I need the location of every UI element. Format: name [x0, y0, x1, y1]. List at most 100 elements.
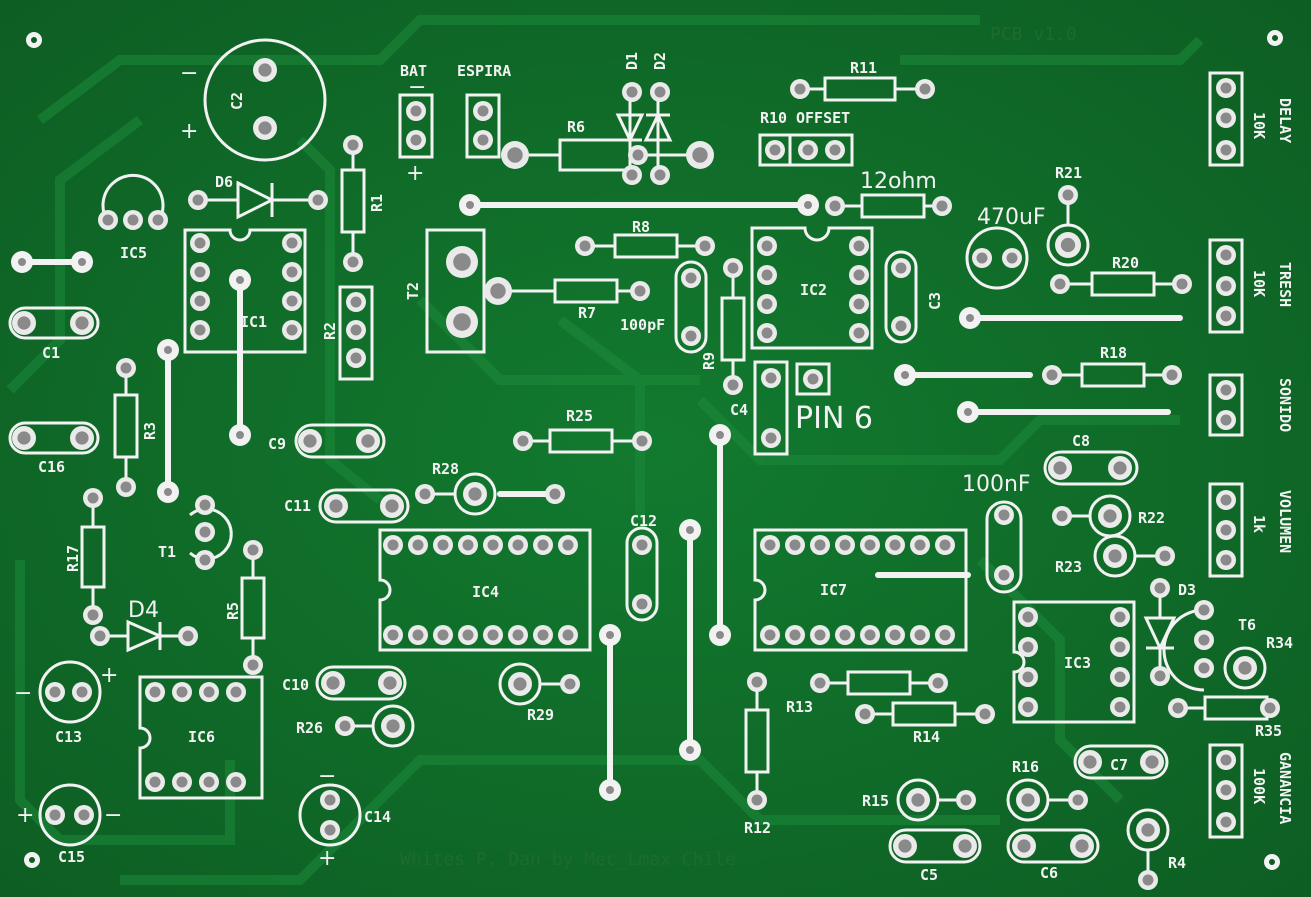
- label-r1: R1: [368, 194, 386, 212]
- drill-hole: [914, 539, 926, 551]
- label-pin6: PIN 6: [795, 401, 873, 436]
- drill-hole: [477, 134, 489, 146]
- drill-hole: [911, 793, 925, 807]
- label-470uf: 470uF: [977, 205, 1046, 230]
- label-c1: C1: [42, 344, 60, 362]
- drill-hole: [979, 708, 991, 720]
- drill-hole: [914, 629, 926, 641]
- label-tresh-val: 10K: [1250, 270, 1268, 297]
- drill-hole: [286, 266, 298, 278]
- drill-hole: [1220, 112, 1232, 124]
- drill-hole: [794, 83, 806, 95]
- label-100pf: 100pF: [620, 316, 665, 334]
- label-d3: D3: [1178, 581, 1196, 599]
- drill-hole: [412, 629, 424, 641]
- drill-hole: [120, 362, 132, 374]
- drill-hole: [194, 295, 206, 307]
- drill-hole: [1220, 414, 1232, 426]
- drill-hole: [387, 629, 399, 641]
- label-r12: R12: [744, 819, 771, 837]
- drill-hole: [203, 686, 215, 698]
- drill-hole: [1198, 662, 1210, 674]
- label-r35: R35: [1255, 722, 1282, 740]
- label-r6: R6: [567, 118, 585, 136]
- label-c14-minus: −: [318, 764, 336, 789]
- drill-hole: [765, 432, 777, 444]
- drill-hole: [324, 794, 336, 806]
- label-r22: R22: [1138, 509, 1165, 527]
- drill-hole: [853, 298, 865, 310]
- drill-hole: [853, 269, 865, 281]
- drill-hole: [1220, 310, 1232, 322]
- drill-hole: [194, 266, 206, 278]
- drill-hole: [1006, 252, 1018, 264]
- label-100nf: 100nF: [962, 472, 1031, 497]
- drill-hole: [761, 269, 773, 281]
- label-c4: C4: [730, 401, 748, 419]
- label-c2-plus: +: [180, 119, 198, 144]
- jumper-wires: [19, 202, 1183, 793]
- drill-hole: [636, 435, 648, 447]
- drill-hole: [1072, 794, 1084, 806]
- label-c16: C16: [38, 458, 65, 476]
- drill-hole: [453, 313, 471, 331]
- label-r20: R20: [1112, 254, 1139, 272]
- drill-hole: [998, 509, 1010, 521]
- drill-hole: [17, 431, 31, 445]
- drill-hole: [258, 121, 272, 135]
- label-r28: R28: [432, 460, 459, 478]
- label-ganancia-val: 100K: [1250, 768, 1268, 804]
- drill-hole: [1220, 494, 1232, 506]
- drill-hole: [1141, 823, 1155, 837]
- drill-hole: [1145, 755, 1159, 769]
- label-c7: C7: [1110, 756, 1128, 774]
- drill-hole: [329, 499, 343, 513]
- label-12ohm: 12ohm: [860, 169, 937, 194]
- label-d4: D4: [128, 598, 159, 623]
- label-r5: R5: [224, 602, 242, 620]
- drill-hole: [512, 629, 524, 641]
- drill-hole: [789, 629, 801, 641]
- drill-hole: [1220, 144, 1232, 156]
- drill-hole: [386, 719, 400, 733]
- drill-hole: [1176, 278, 1188, 290]
- drill-hole: [1062, 189, 1074, 201]
- drill-hole: [102, 214, 114, 226]
- drill-hole: [789, 539, 801, 551]
- drill-hole: [939, 629, 951, 641]
- label-r29: R29: [527, 706, 554, 724]
- label-r25: R25: [566, 407, 593, 425]
- drill-hole: [199, 554, 211, 566]
- label-t2: T2: [404, 282, 422, 300]
- drill-hole: [654, 86, 666, 98]
- drill-hole: [562, 539, 574, 551]
- drill-hole: [1114, 611, 1126, 623]
- label-c6: C6: [1040, 864, 1058, 882]
- drill-hole: [350, 324, 362, 336]
- drill-hole: [1172, 702, 1184, 714]
- drill-hole: [626, 86, 638, 98]
- drill-hole: [1198, 604, 1210, 616]
- drill-hole: [49, 686, 61, 698]
- drill-hole: [549, 488, 561, 500]
- drill-hole: [513, 677, 527, 691]
- drill-hole: [194, 237, 206, 249]
- silkscreen-labels: BAT ESPIRA D1 D2 R11 R10 OFFSET R6 C2 − …: [14, 52, 1294, 884]
- drill-hole: [462, 539, 474, 551]
- drill-hole: [859, 708, 871, 720]
- drill-hole: [312, 194, 324, 206]
- drill-hole: [326, 676, 340, 690]
- drill-hole: [350, 296, 362, 308]
- label-delay-val: 10K: [1250, 112, 1268, 139]
- drill-hole: [634, 285, 646, 297]
- drill-hole: [958, 839, 972, 853]
- drill-hole: [727, 262, 739, 274]
- drill-hole: [654, 169, 666, 181]
- drill-hole: [247, 544, 259, 556]
- component-pads: [12, 58, 1280, 890]
- drill-hole: [152, 214, 164, 226]
- drill-hole: [1142, 874, 1154, 886]
- label-c8: C8: [1072, 432, 1090, 450]
- drill-hole: [636, 598, 648, 610]
- drill-hole: [1220, 82, 1232, 94]
